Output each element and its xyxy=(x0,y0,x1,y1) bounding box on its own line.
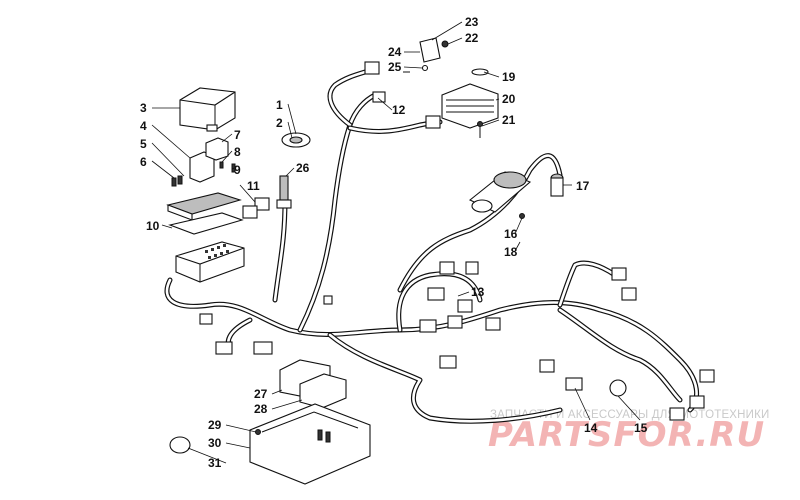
callout-28: 28 xyxy=(254,402,268,416)
callout-14: 14 xyxy=(584,421,598,435)
battery-tray xyxy=(249,403,371,485)
callout-12: 12 xyxy=(392,103,406,117)
callout-17: 17 xyxy=(576,179,590,193)
callout-29: 29 xyxy=(208,418,222,432)
callout-1: 1 xyxy=(276,98,283,112)
callout-5: 5 xyxy=(140,137,147,151)
callout-31: 31 xyxy=(208,456,222,470)
control-module xyxy=(279,359,347,409)
callout-7: 7 xyxy=(234,128,241,142)
callout-30: 30 xyxy=(208,436,222,450)
callout-6: 6 xyxy=(140,155,147,169)
connectors-13 xyxy=(419,261,501,333)
callout-2: 2 xyxy=(276,116,283,130)
callout-21: 21 xyxy=(502,113,516,127)
callout-9: 9 xyxy=(234,163,241,177)
callout-4: 4 xyxy=(140,119,147,133)
callout-3: 3 xyxy=(140,101,147,115)
callout-24: 24 xyxy=(388,45,402,59)
callout-18: 18 xyxy=(504,245,518,259)
ignition-coil xyxy=(468,171,532,219)
callout-27: 27 xyxy=(254,387,268,401)
grommet-1-2 xyxy=(281,132,311,148)
voltage-regulator xyxy=(441,68,499,138)
watermark: ЗАПЧАСТИ И АКСЕССУАРЫ ДЛЯ МОТОТЕХНИКИ PA… xyxy=(488,409,769,455)
callout-10: 10 xyxy=(146,219,160,233)
callout-labels: 3 4 5 6 7 8 9 10 11 1 2 26 12 13 14 15 1… xyxy=(140,15,648,470)
watermark-brand: PARTSFOR.RU xyxy=(488,415,765,455)
callout-19: 19 xyxy=(502,70,516,84)
callout-26: 26 xyxy=(296,161,310,175)
connector-12 xyxy=(364,61,441,129)
lower-left-connectors xyxy=(199,295,457,369)
callout-13: 13 xyxy=(471,285,485,299)
callout-20: 20 xyxy=(502,92,516,106)
callout-25: 25 xyxy=(388,60,402,74)
right-connectors xyxy=(539,267,715,421)
callout-11: 11 xyxy=(247,179,260,193)
connector-11 xyxy=(242,197,270,219)
fuse-box-cover xyxy=(179,87,236,132)
bracket-22-25 xyxy=(403,37,449,73)
leader-lines xyxy=(151,21,641,464)
sensor-26 xyxy=(276,175,292,209)
callout-8: 8 xyxy=(234,145,241,159)
callout-23: 23 xyxy=(465,15,479,29)
callout-15: 15 xyxy=(634,421,648,435)
fuse-panel xyxy=(166,192,245,283)
strap-ring xyxy=(169,436,191,454)
spark-plug-boot xyxy=(550,173,564,197)
relays-and-fuses xyxy=(171,137,236,187)
callout-16: 16 xyxy=(504,227,518,241)
callout-22: 22 xyxy=(465,31,479,45)
